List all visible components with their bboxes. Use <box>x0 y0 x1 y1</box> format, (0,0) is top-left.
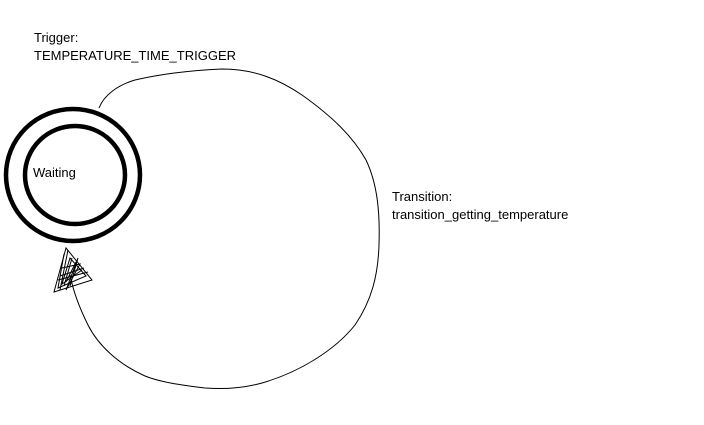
state-inner-ring <box>22 123 128 227</box>
transition-label: Transition: transition_getting_temperatu… <box>392 188 568 224</box>
transition-name: transition_getting_temperature <box>392 207 569 222</box>
transition-loop <box>69 68 380 389</box>
transition-arrowhead <box>53 246 93 293</box>
state-label: Waiting <box>33 165 76 180</box>
trigger-heading: Trigger: <box>34 30 79 45</box>
trigger-label: Trigger: TEMPERATURE_TIME_TRIGGER <box>34 29 236 65</box>
transition-heading: Transition: <box>392 189 453 204</box>
trigger-name: TEMPERATURE_TIME_TRIGGER <box>34 48 237 63</box>
state-outer-ring <box>3 106 143 244</box>
